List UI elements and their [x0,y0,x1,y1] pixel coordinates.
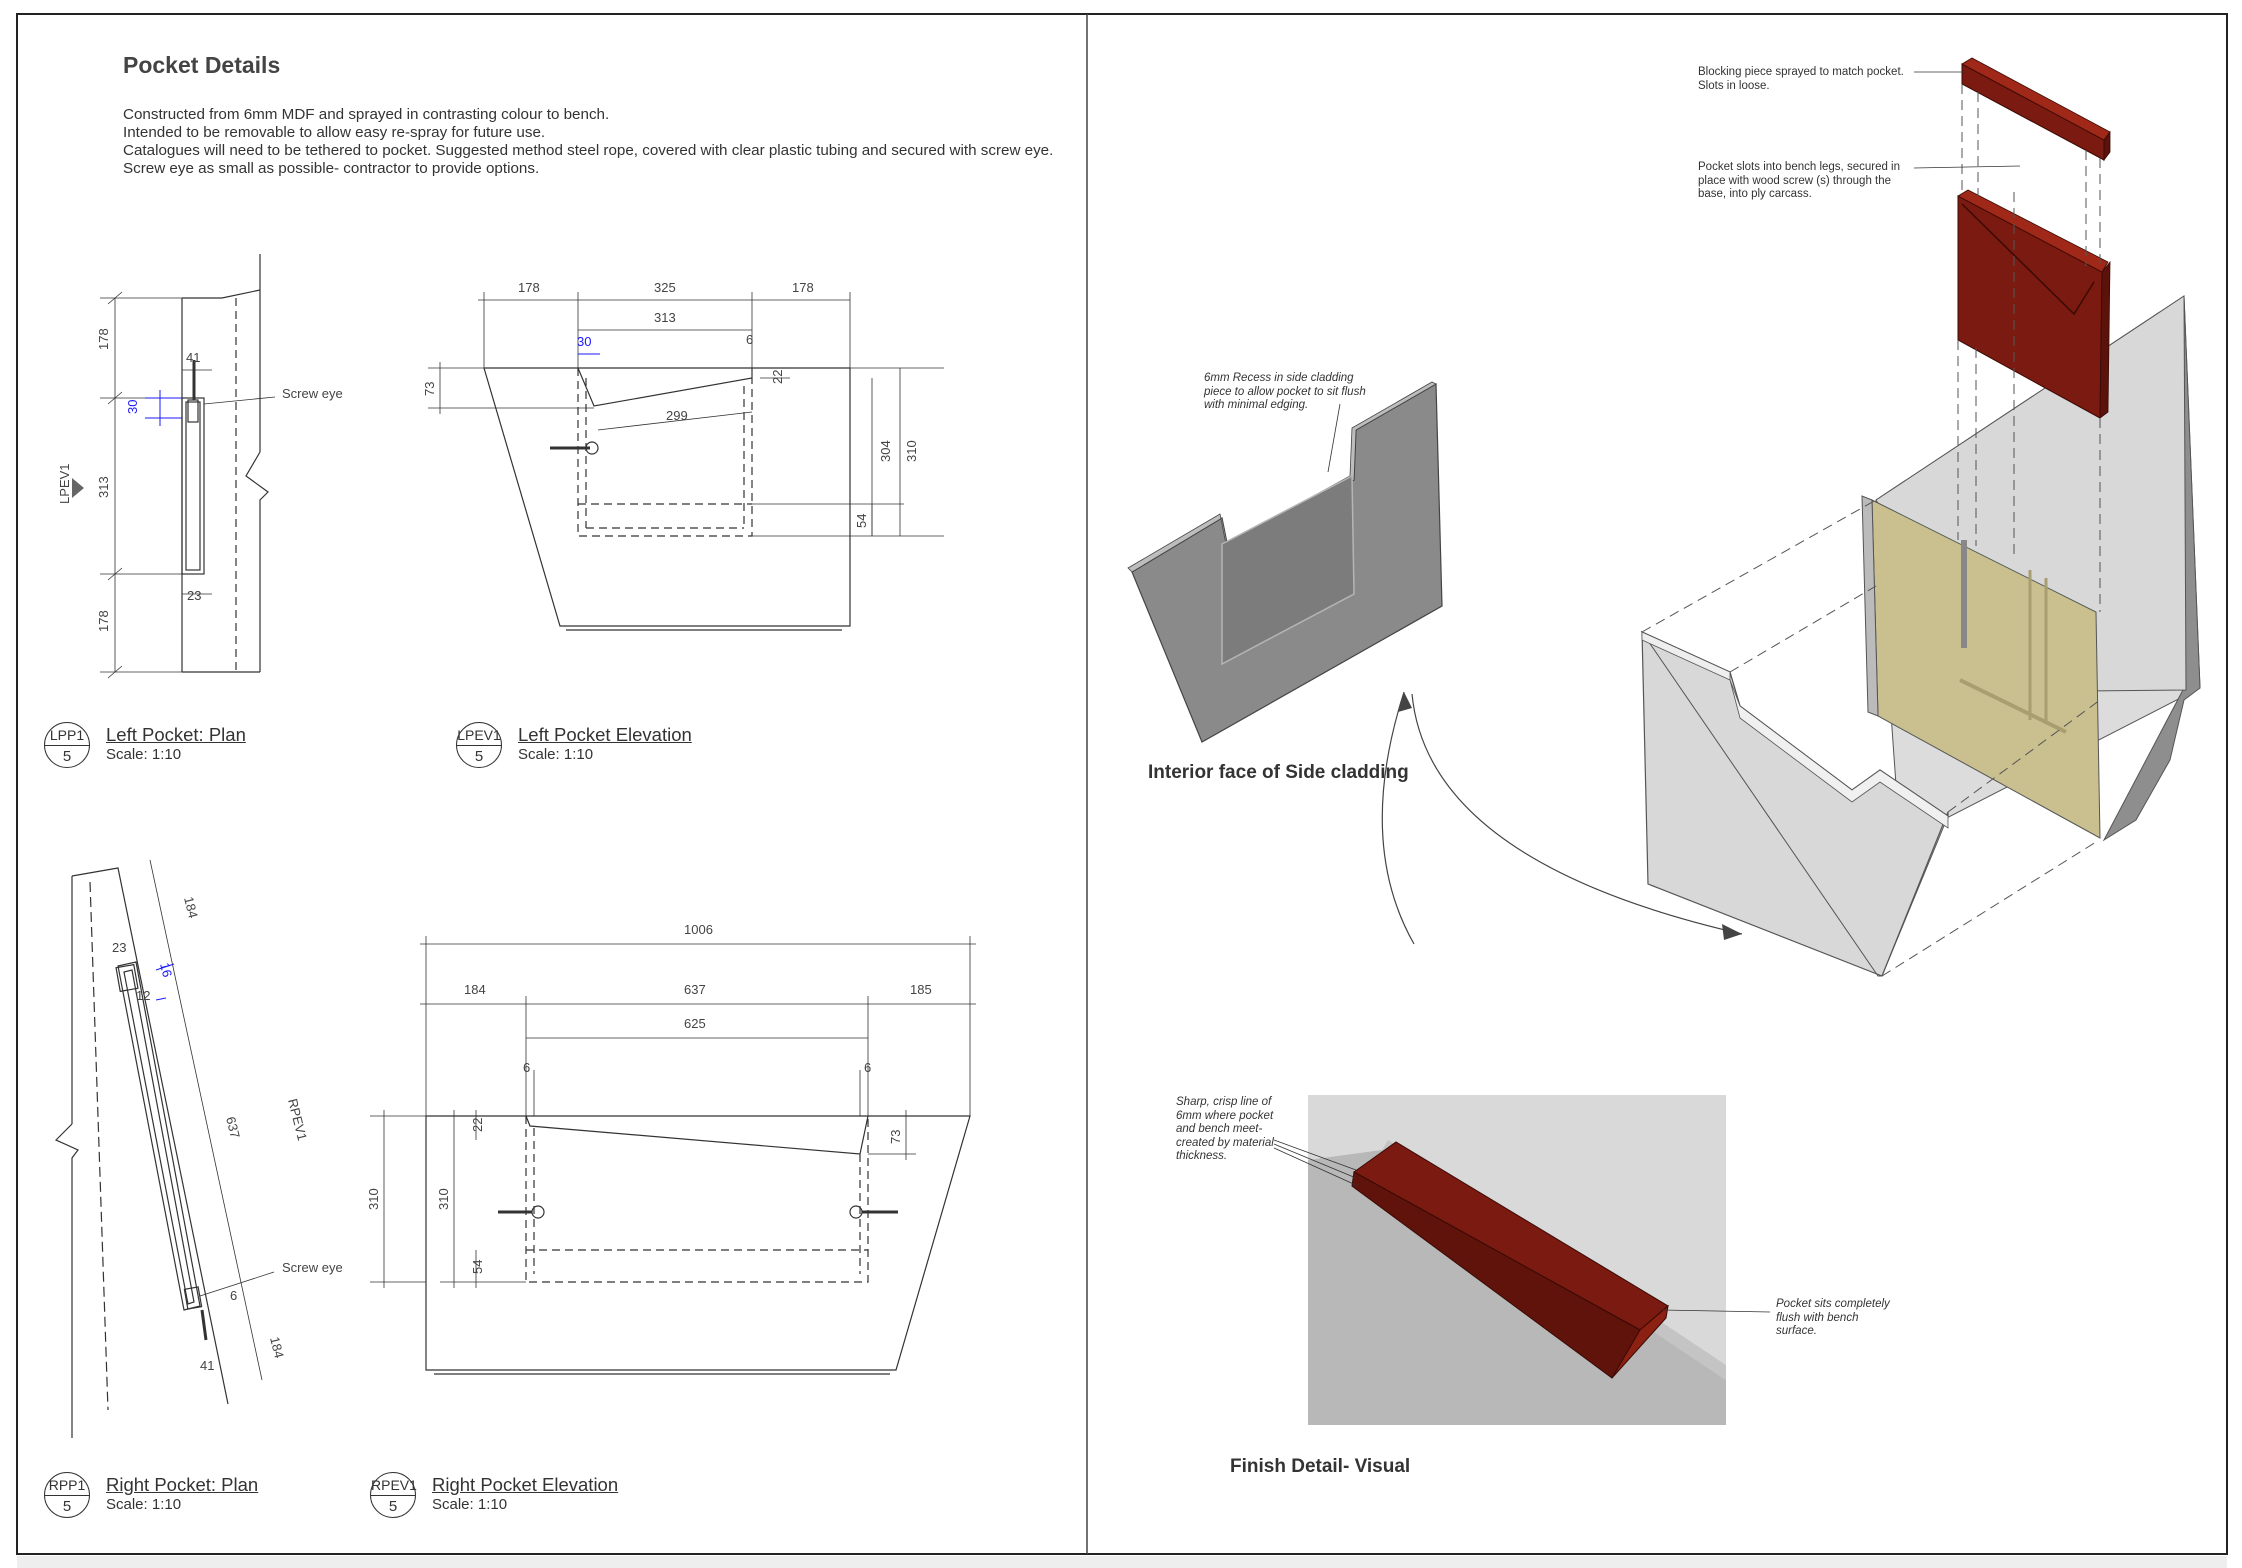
lpev1-dim-304: 304 [878,440,893,462]
lpev1-dim-299: 299 [666,408,688,423]
view-scale-rpp1: Scale: 1:10 [106,1496,182,1513]
view-code: LPEV1 [457,727,501,743]
rpp1-screw-eye-label: Screw eye [282,1260,343,1275]
rpev1-dim-184: 184 [464,982,486,997]
lpp1-section-marker: LPEV1 [57,464,72,504]
rpev1-dim-54: 54 [470,1260,485,1274]
lpp1-screw-eye-label: Screw eye [282,386,343,401]
rpev1-dim-73: 73 [888,1130,903,1144]
rpev1-dim-625: 625 [684,1016,706,1031]
lpev1-dim-178-c: 178 [792,280,814,295]
rpev1-dim-6-right: 6 [864,1060,871,1075]
lpp1-drawing [72,254,276,679]
lpp1-dim-41: 41 [186,350,200,365]
lpev1-dim-22: 22 [770,370,785,384]
intro-line: Constructed from 6mm MDF and sprayed in … [123,106,610,123]
finish-detail-render [1273,1095,1771,1425]
view-code: RPEV1 [371,1477,417,1493]
view-scale-lpp1: Scale: 1:10 [106,746,182,763]
lpev1-dim-30: 30 [577,334,591,349]
view-bubble-rpev1[interactable]: RPEV1 5 [370,1472,417,1518]
lpev1-drawing [428,292,944,631]
view-bubble-lpp1[interactable]: LPP1 5 [44,722,90,768]
lpev1-dim-325: 325 [654,280,676,295]
lpp1-dim-23: 23 [187,588,201,603]
rpp1-dim-12: 12 [136,988,150,1003]
rpp1-dim-16: 16 [157,961,175,979]
caption-interior-face: Interior face of Side cladding [1148,762,1409,783]
intro-notes: Constructed from 6mm MDF and sprayed in … [123,106,1053,178]
rpev1-dim-310-outer: 310 [366,1188,381,1210]
caption-finish-detail: Finish Detail- Visual [1230,1456,1411,1477]
note-blocking-piece: Blocking piece sprayed to match pocket. … [1698,66,1904,92]
rpp1-section-marker: RPEV1 [285,1097,310,1142]
sheet-number: 5 [62,1498,72,1515]
note-sharp-line: Sharp, crisp line of 6mm where pocket an… [1176,1096,1274,1162]
lpp1-dim-178-top: 178 [96,328,111,350]
lpp1-dim-313: 313 [96,476,111,498]
lpev1-dim-310: 310 [904,440,919,462]
rpev1-dim-637: 637 [684,982,706,997]
view-bubble-rpp1[interactable]: RPP1 5 [44,1472,90,1518]
note-pocket-slots: Pocket slots into bench legs, secured in… [1698,161,1901,200]
intro-line: Intended to be removable to allow easy r… [123,124,546,141]
sheet-border [16,13,2228,1555]
view-code: LPP1 [49,727,85,743]
sheet-number: 5 [474,748,484,765]
rpp1-dim-23: 23 [112,940,126,955]
lpp1-dim-30: 30 [125,400,140,414]
cladding-panel-drawing [1127,381,1743,945]
intro-line: Screw eye as small as possible- contract… [123,160,540,177]
rpev1-dim-22: 22 [470,1118,485,1132]
rpp1-dim-184-bot: 184 [267,1335,287,1360]
lpp1-dim-178-bot: 178 [96,610,111,632]
view-title-rpev1[interactable]: Right Pocket Elevation [432,1474,619,1495]
view-title-lpev1[interactable]: Left Pocket Elevation [518,724,692,745]
rpp1-dim-637: 637 [223,1115,243,1140]
rpev1-dim-185: 185 [910,982,932,997]
view-bubble-lpev1[interactable]: LPEV1 5 [456,722,502,768]
lpev1-dim-178-a: 178 [518,280,540,295]
view-scale-lpev1: Scale: 1:10 [518,746,594,763]
rpev1-dim-310-inner: 310 [436,1188,451,1210]
view-title-rpp1[interactable]: Right Pocket: Plan [106,1474,259,1495]
sheet-number: 5 [62,748,72,765]
rpev1-dim-1006: 1006 [684,922,713,937]
view-scale-rpev1: Scale: 1:10 [432,1496,508,1513]
rpp1-dim-41: 41 [200,1358,214,1373]
view-code: RPP1 [48,1477,86,1493]
intro-line: Catalogues will need to be tethered to p… [123,142,1054,159]
rpp1-drawing [54,859,275,1438]
note-flush: Pocket sits completely flush with bench … [1776,1298,1890,1337]
note-recess: 6mm Recess in side cladding piece to all… [1204,372,1366,411]
rpev1-drawing [370,936,976,1375]
page-title: Pocket Details [123,52,281,78]
lpev1-dim-54: 54 [854,514,869,528]
lpev1-dim-313: 313 [654,310,676,325]
view-title-lpp1[interactable]: Left Pocket: Plan [106,724,246,745]
lpev1-dim-6: 6 [746,332,753,347]
sheet-number: 5 [388,1498,398,1515]
sheet-shadow [17,1556,2227,1568]
rpp1-dim-6: 6 [230,1288,237,1303]
rpev1-dim-6-left: 6 [523,1060,530,1075]
rpp1-dim-184-top: 184 [181,895,201,920]
lpev1-dim-73: 73 [422,382,437,396]
bench-iso-drawing [1640,57,2201,977]
